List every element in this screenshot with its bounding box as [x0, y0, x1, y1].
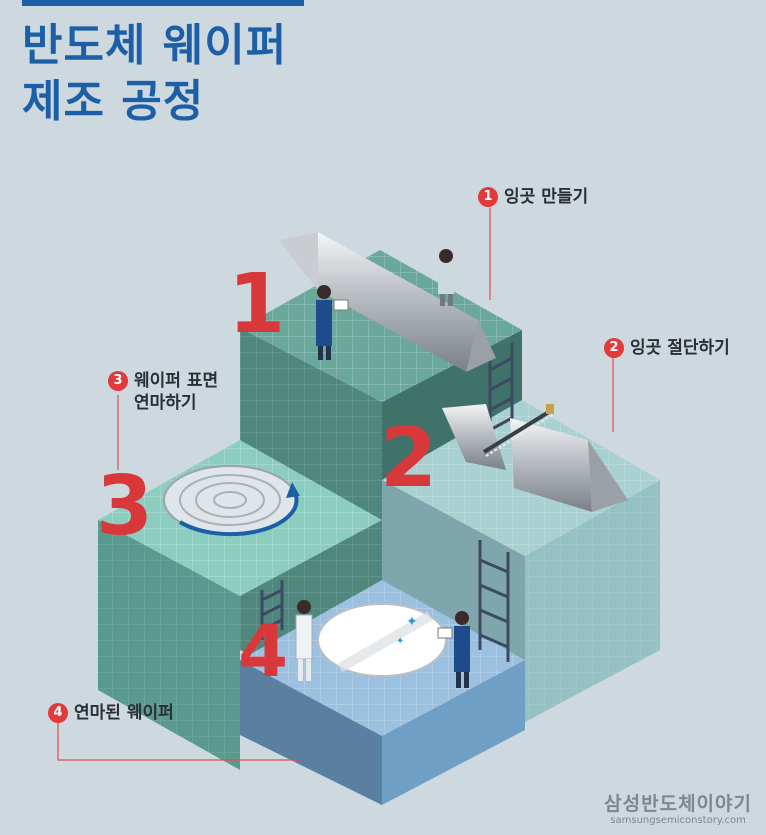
step-badge-3: 3: [108, 371, 128, 391]
title-line-2: 제조 공정: [22, 76, 205, 127]
title-accent-bar: [22, 0, 304, 6]
step-label-4: 연마된 웨이퍼: [74, 703, 174, 723]
worker-figure: [316, 285, 349, 360]
step-label-3: 웨이퍼 표면 연마하기: [134, 370, 218, 414]
brand-name: 삼성반도체이야기: [604, 793, 752, 815]
step-label-2: 잉곳 절단하기: [630, 338, 730, 358]
cut-ingot: [442, 404, 628, 512]
ladder-icon: [478, 540, 510, 662]
step-badge-2: 2: [604, 338, 624, 358]
title-line-1: 반도체 웨이퍼: [22, 20, 288, 71]
saw-icon: [482, 404, 555, 457]
callout-step-2: 2 잉곳 절단하기: [604, 337, 730, 359]
callout-step-4: 4 연마된 웨이퍼: [48, 702, 174, 724]
callout-leader-lines: [57, 208, 614, 761]
callout-step-1: 1 잉곳 만들기: [478, 186, 588, 208]
silicon-ingot: [278, 232, 496, 372]
worker-figure: [295, 600, 313, 681]
big-number-1: 1: [228, 257, 285, 352]
worker-figure: [437, 611, 470, 688]
polished-wafer: ✦ ✦: [317, 603, 447, 677]
step-badge-4: 4: [48, 703, 68, 723]
step-label-3-line-2: 연마하기: [134, 393, 197, 413]
big-number-3: 3: [96, 459, 153, 554]
brand-logo: 삼성반도체이야기 samsungsemiconstory.com: [604, 793, 752, 827]
step-label-3-line-1: 웨이퍼 표면: [134, 371, 219, 391]
worker-figure: [438, 249, 454, 306]
brand-url: samsungsemiconstory.com: [610, 815, 746, 826]
page-title: 반도체 웨이퍼 제조 공정: [22, 18, 287, 130]
ladder-icon: [260, 580, 284, 640]
step-badge-1: 1: [478, 187, 498, 207]
big-number-2: 2: [380, 411, 437, 506]
big-number-4: 4: [238, 609, 288, 693]
step-label-1: 잉곳 만들기: [504, 187, 589, 207]
svg-text:✦: ✦: [396, 636, 404, 647]
callout-step-3: 3 웨이퍼 표면 연마하기: [108, 370, 218, 414]
polishing-disc: [163, 465, 300, 537]
svg-text:✦: ✦: [406, 614, 418, 630]
